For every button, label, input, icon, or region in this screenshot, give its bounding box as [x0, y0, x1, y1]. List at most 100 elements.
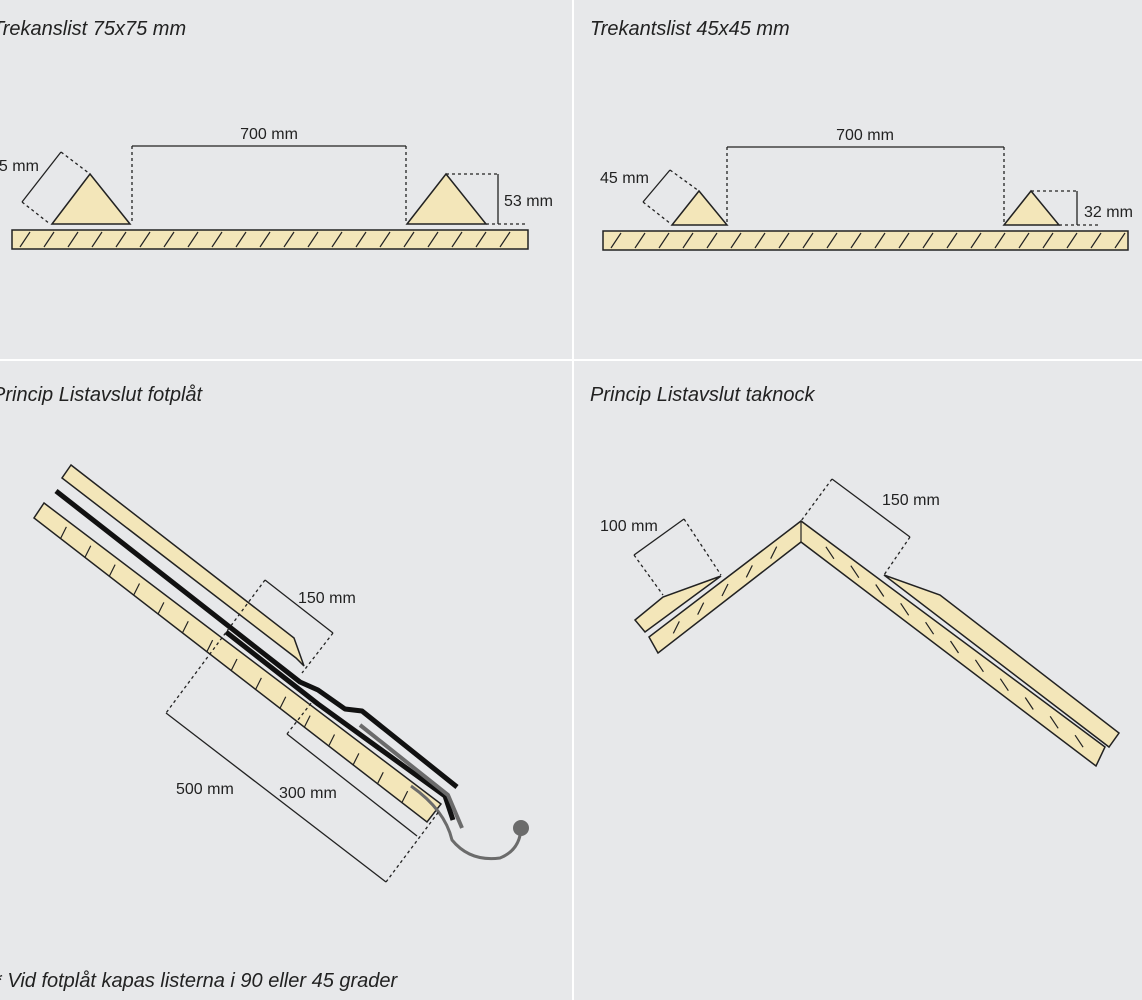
- hatch-line: [475, 231, 487, 248]
- spacing-label: 700 mm: [836, 127, 894, 144]
- hatch-line: [376, 771, 384, 785]
- hatch-line: [974, 659, 984, 673]
- hatch-line: [254, 677, 262, 691]
- panel-bottom-right: Princip Listavslut taknock 100 mm 150 mm: [590, 384, 1121, 768]
- dist-500-extension: [385, 809, 441, 883]
- panel-title: Princip Listavslut fotplåt: [0, 384, 204, 406]
- gutter-edge: [358, 723, 464, 829]
- triangle-strip-left: [670, 189, 729, 226]
- side-dimension-line: [642, 169, 671, 203]
- hatch-line: [43, 231, 55, 248]
- hatch-line: [279, 696, 287, 710]
- base-board: [11, 229, 529, 250]
- panel-top-left: Trekanslist 75x75 mm 700 mm 75 mm 53 mm: [0, 18, 553, 250]
- hatch-line: [999, 678, 1009, 691]
- side-extension-top: [60, 151, 91, 175]
- hatch-line: [307, 231, 319, 248]
- overlap-extension-left: [165, 579, 266, 714]
- hatch-line: [706, 232, 718, 249]
- dist-300-dimension-line: [286, 733, 418, 837]
- board-hatching: [672, 546, 1084, 748]
- dist-300-extension: [286, 701, 313, 735]
- hatch-line: [163, 231, 175, 248]
- side-extension-bottom: [21, 201, 51, 225]
- hatch-line: [235, 231, 247, 248]
- triangle-strip-left: [50, 172, 132, 225]
- hatch-line: [379, 231, 391, 248]
- triangle-strip: [60, 463, 305, 667]
- side-extension-top: [669, 169, 700, 192]
- dist-500-dimension-line: [165, 712, 387, 883]
- gap-right-dimension-line: [831, 478, 911, 538]
- overlap-extension-right: [301, 632, 334, 674]
- hatch-line: [1090, 232, 1102, 249]
- hatch-line: [950, 640, 959, 654]
- dist-300-label: 300 mm: [279, 785, 337, 802]
- hatch-line: [303, 715, 311, 728]
- side-dimension-line: [21, 151, 62, 203]
- hatch-line: [211, 231, 223, 248]
- hatch-line: [206, 639, 214, 653]
- hatch-line: [900, 603, 910, 616]
- hatch-line: [898, 232, 910, 249]
- board-hatching: [59, 526, 409, 804]
- hatch-line: [59, 526, 67, 540]
- footnote: * Vid fotplåt kapas listerna i 90 eller …: [0, 970, 399, 992]
- foot-flashing-top: [54, 489, 459, 789]
- hatch-line: [672, 621, 680, 634]
- hatch-line: [634, 232, 646, 249]
- panel-bottom-left: Princip Listavslut fotplåt 150 mm 500 mm…: [0, 384, 529, 992]
- triangle-strip-right: [405, 172, 488, 225]
- hatch-line: [1049, 716, 1059, 729]
- hatch-line: [826, 232, 838, 249]
- hatch-line: [84, 545, 92, 559]
- side-extension-bottom: [642, 201, 672, 225]
- hatch-line: [697, 602, 705, 615]
- gap-right-extension-left: [800, 478, 833, 522]
- ridge-boards: [648, 520, 1106, 768]
- hatch-line: [230, 658, 238, 672]
- gap-left-extension-left: [633, 554, 664, 596]
- hatch-line: [745, 565, 753, 578]
- panel-title: Trekantslist 45x45 mm: [590, 18, 790, 40]
- hatch-line: [610, 232, 622, 249]
- hatch-line: [157, 602, 165, 615]
- hatch-line: [115, 231, 127, 248]
- gap-right-label: 150 mm: [882, 492, 940, 509]
- hatch-line: [91, 231, 103, 248]
- hatch-line: [875, 584, 885, 597]
- triangle-strip-right: [883, 574, 1121, 749]
- hatch-line: [1074, 734, 1084, 748]
- hatch-line: [1024, 697, 1034, 710]
- roof-board: [32, 501, 443, 824]
- hatch-line: [682, 232, 694, 249]
- hatch-line: [401, 790, 409, 804]
- hatch-line: [658, 232, 670, 249]
- hatch-line: [970, 232, 982, 249]
- hatch-line: [108, 564, 116, 577]
- panel-title: Princip Listavslut taknock: [590, 384, 816, 406]
- hatch-line: [139, 231, 151, 248]
- gap-left-label: 100 mm: [600, 518, 658, 535]
- hatch-line: [132, 583, 141, 596]
- side-label: 75 mm: [0, 158, 39, 175]
- hatch-line: [352, 753, 360, 766]
- hatch-line: [327, 734, 336, 747]
- triangle-strip-left: [633, 575, 722, 634]
- hatch-line: [922, 232, 934, 249]
- base-board: [602, 230, 1129, 251]
- hatch-line: [770, 546, 778, 559]
- hatch-line: [994, 232, 1006, 249]
- hatch-line: [721, 583, 729, 597]
- side-label: 45 mm: [600, 170, 649, 187]
- hatch-line: [730, 232, 742, 249]
- panel-top-right: Trekantslist 45x45 mm 700 mm 45 mm 32 mm: [590, 18, 1133, 251]
- overlap-label: 150 mm: [298, 590, 356, 607]
- hatch-line: [925, 621, 935, 635]
- triangle-strip-right: [1002, 189, 1061, 226]
- height-label: 32 mm: [1084, 204, 1133, 221]
- hatch-line: [187, 231, 199, 248]
- hatch-line: [427, 231, 439, 248]
- hatch-line: [754, 232, 766, 249]
